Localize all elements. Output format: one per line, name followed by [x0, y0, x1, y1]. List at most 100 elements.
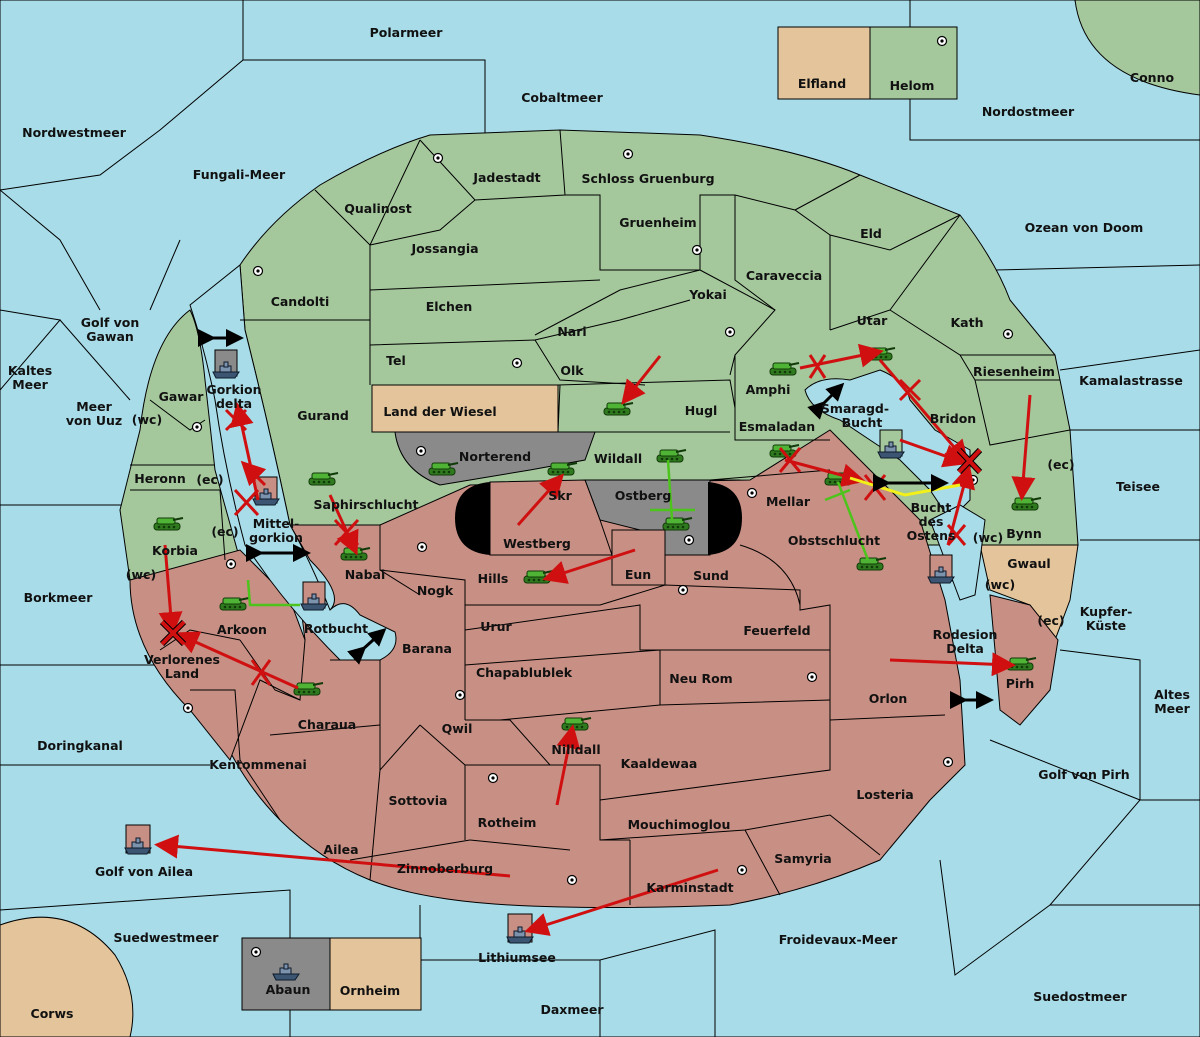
army-skr[interactable]	[547, 462, 578, 476]
army-charaua[interactable]	[293, 682, 324, 696]
label-fungali-meer: Fungali-Meer	[193, 167, 286, 182]
label-gruenheim: Gruenheim	[619, 215, 696, 230]
borders-south	[159, 525, 946, 905]
label-wildall: Wildall	[594, 451, 642, 466]
army-wildall[interactable]	[656, 449, 687, 463]
supply-center-marker	[677, 584, 689, 596]
label-suedwestmeer: Suedwestmeer	[114, 930, 220, 945]
label-eun: Eun	[625, 567, 651, 582]
label-jadestadt: Jadestadt	[472, 170, 540, 185]
army-nilldall[interactable]	[561, 717, 592, 731]
coast-gawar-wc: (wc)	[132, 412, 162, 427]
label-rodesion-delta-1: Rodesion	[933, 627, 998, 642]
label-rotheim: Rotheim	[478, 815, 537, 830]
supply-center-marker	[967, 474, 979, 486]
coast-gwaul-wc: (wc)	[985, 577, 1015, 592]
label-kamalastrasse: Kamalastrasse	[1079, 373, 1183, 388]
coast-heronn-ec: (ec)	[196, 472, 223, 487]
label-nordostmeer: Nordostmeer	[982, 104, 1075, 119]
label-bucht-des-ostens-2: des	[919, 514, 944, 529]
label-cobaltmeer: Cobaltmeer	[521, 90, 603, 105]
supply-center-marker	[454, 689, 466, 701]
label-feuerfeld: Feuerfeld	[743, 623, 810, 638]
army-nabai[interactable]	[340, 547, 371, 561]
supply-center-marker	[225, 558, 237, 570]
label-gawar: Gawar	[159, 389, 205, 404]
supply-center-marker	[191, 421, 203, 433]
fleet-lithiumsee[interactable]	[506, 913, 534, 944]
territory-corws[interactable]	[0, 916, 134, 1037]
label-smaragd-bucht-2: Bucht	[842, 415, 883, 430]
fleet-golf-von-ailea[interactable]	[124, 824, 152, 855]
army-pirh[interactable]	[1006, 657, 1037, 671]
support-wildall-ostberg	[650, 459, 695, 521]
tunnel-cap-west	[455, 482, 490, 555]
label-hugl: Hugl	[685, 403, 718, 418]
territory-ornheim[interactable]	[329, 937, 422, 1011]
move-arrow-smaragd	[899, 438, 968, 468]
army-amphi[interactable]	[769, 362, 800, 376]
label-arkoon: Arkoon	[217, 622, 267, 637]
region-west-red	[129, 549, 306, 761]
label-losteria: Losteria	[856, 787, 913, 802]
label-utar: Utar	[857, 313, 889, 328]
label-samyria: Samyria	[774, 851, 832, 866]
supply-center-marker	[942, 756, 954, 768]
label-polarmeer: Polarmeer	[370, 25, 444, 40]
label-korbia: Korbia	[152, 543, 198, 558]
label-helom: Helom	[890, 78, 935, 93]
army-ostberg[interactable]	[662, 517, 693, 531]
move-arrow-bucht	[946, 464, 975, 546]
label-schloss-gruenburg: Schloss Gruenburg	[581, 171, 714, 186]
territory-land-der-wiesel[interactable]	[371, 384, 559, 433]
label-mittelgorkion-1: Mittel-	[253, 516, 300, 531]
label-amphi: Amphi	[746, 382, 791, 397]
label-nilldall: Nilldall	[551, 742, 600, 757]
label-verlorenes-land-1: Verlorenes	[144, 652, 220, 667]
label-doringkanal: Doringkanal	[37, 738, 123, 753]
label-golf-von-gawan-1: Golf von	[81, 315, 140, 330]
region-west-island-green	[119, 309, 241, 581]
label-suedostmeer: Suedostmeer	[1033, 989, 1127, 1004]
coast-gwaul-ec: (ec)	[1037, 613, 1064, 628]
move-arrow-mittelgorkion	[240, 460, 267, 487]
fleet-smaragd-bucht[interactable]	[877, 429, 905, 459]
label-borkmeer: Borkmeer	[24, 590, 94, 605]
support-obstschlucht	[824, 481, 870, 561]
label-golf-von-ailea: Golf von Ailea	[95, 864, 193, 879]
label-altes-meer-2: Meer	[1154, 701, 1190, 716]
army-saphirschlucht[interactable]	[308, 472, 339, 486]
coast-bynn-ec: (ec)	[1047, 457, 1074, 472]
label-rodesion-delta-2: Delta	[946, 641, 984, 656]
supply-center-marker	[511, 357, 523, 369]
fleet-rotbucht[interactable]	[300, 581, 328, 611]
army-arkoon[interactable]	[219, 597, 250, 611]
supply-center-marker	[416, 541, 428, 553]
label-tel: Tel	[386, 353, 406, 368]
army-bynn[interactable]	[1011, 497, 1042, 511]
label-eld: Eld	[860, 226, 882, 241]
supply-center-marker	[936, 35, 948, 47]
army-obstschlucht[interactable]	[856, 557, 887, 571]
fleet-gorkion-delta[interactable]	[212, 349, 240, 379]
label-bucht-des-ostens-1: Bucht	[911, 500, 952, 515]
label-urur: Urur	[480, 619, 512, 634]
supply-center-marker	[806, 671, 818, 683]
fleet-bucht-des-ostens[interactable]	[927, 554, 955, 584]
label-esmaladan: Esmaladan	[739, 419, 815, 434]
label-kupfer-kueste-1: Kupfer-	[1080, 604, 1133, 619]
coast-korbia-ec: (ec)	[211, 524, 238, 539]
label-qualinost: Qualinost	[344, 201, 411, 216]
label-altes-meer-1: Altes	[1154, 687, 1190, 702]
orders	[154, 329, 1036, 936]
army-hugl[interactable]	[603, 402, 634, 416]
sea-mittelgorkion[interactable]	[189, 264, 397, 661]
move-arrow-hugl	[621, 355, 662, 405]
army-norterend[interactable]	[428, 462, 459, 476]
territory-elfland[interactable]	[777, 26, 871, 100]
army-korbia[interactable]	[153, 517, 184, 531]
label-froidevaux-meer: Froidevaux-Meer	[779, 932, 898, 947]
label-sund: Sund	[693, 568, 729, 583]
label-bynn: Bynn	[1006, 526, 1041, 541]
label-norterend: Norterend	[459, 449, 531, 464]
